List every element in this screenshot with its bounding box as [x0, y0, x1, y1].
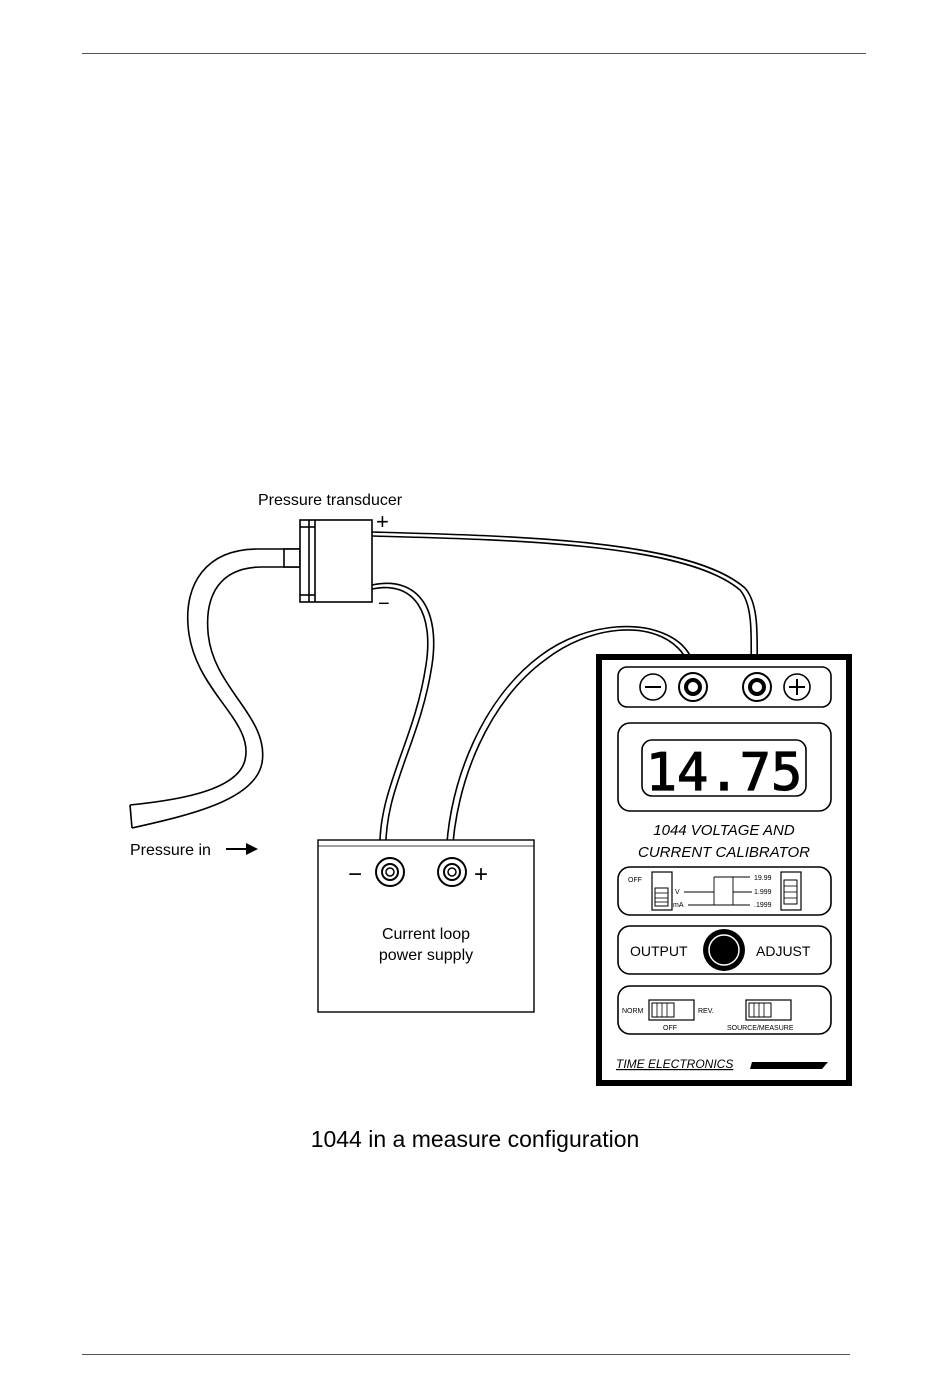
range-label-1-999: 1.999: [754, 889, 772, 896]
transducer-label: Pressure transducer: [258, 492, 403, 509]
function-v-label: V: [675, 889, 680, 896]
norm-label: NORM: [622, 1008, 644, 1015]
transducer-minus-sign: −: [378, 593, 390, 615]
calibrator-minus-terminal-icon[interactable]: [640, 674, 666, 700]
source-measure-label: SOURCE/MEASURE: [727, 1025, 794, 1032]
source-measure-switch[interactable]: [746, 1000, 791, 1020]
power-supply-plus-sign: +: [474, 861, 488, 888]
brand-logo-stripe: [750, 1062, 828, 1069]
calibrator-title-line1: 1044 VOLTAGE AND: [653, 822, 795, 839]
pressure-in-label: Pressure in: [130, 842, 211, 859]
calibrator-plus-terminal-icon[interactable]: [784, 674, 810, 700]
brand-label: TIME ELECTRONICS: [616, 1057, 733, 1071]
function-ma-label: mA: [673, 902, 684, 909]
pressure-in-arrow-icon: [226, 843, 258, 855]
transducer-plus-sign: +: [376, 509, 389, 534]
power-supply-label-line2: power supply: [379, 947, 473, 964]
figure-caption: 1044 in a measure configuration: [0, 1126, 950, 1153]
pressure-tube: [130, 549, 300, 828]
calibrator-plus-socket-icon[interactable]: [743, 673, 771, 701]
function-switch[interactable]: [652, 872, 672, 910]
range-label-0-1999: .1999: [754, 902, 772, 909]
function-off-label: OFF: [628, 877, 642, 884]
calibrator-display-reading: 14.75: [646, 743, 803, 803]
power-supply-minus-sign: −: [348, 861, 362, 888]
range-label-19-99: 19.99: [754, 875, 772, 882]
output-adjust-knob[interactable]: [703, 929, 745, 971]
calibrator-title-line2: CURRENT CALIBRATOR: [638, 844, 810, 861]
range-switch[interactable]: [781, 872, 801, 910]
power-supply-label-line1: Current loop: [382, 926, 470, 943]
mode-off-label: OFF: [663, 1025, 677, 1032]
output-label: OUTPUT: [630, 943, 688, 959]
power-supply-plus-terminal-icon[interactable]: [438, 858, 466, 886]
power-supply-minus-terminal-icon[interactable]: [376, 858, 404, 886]
norm-rev-switch[interactable]: [649, 1000, 694, 1020]
transducer-body: [284, 520, 372, 602]
calibrator-com-socket-icon[interactable]: [679, 673, 707, 701]
adjust-label: ADJUST: [756, 943, 811, 959]
rev-label: REV.: [698, 1008, 714, 1015]
